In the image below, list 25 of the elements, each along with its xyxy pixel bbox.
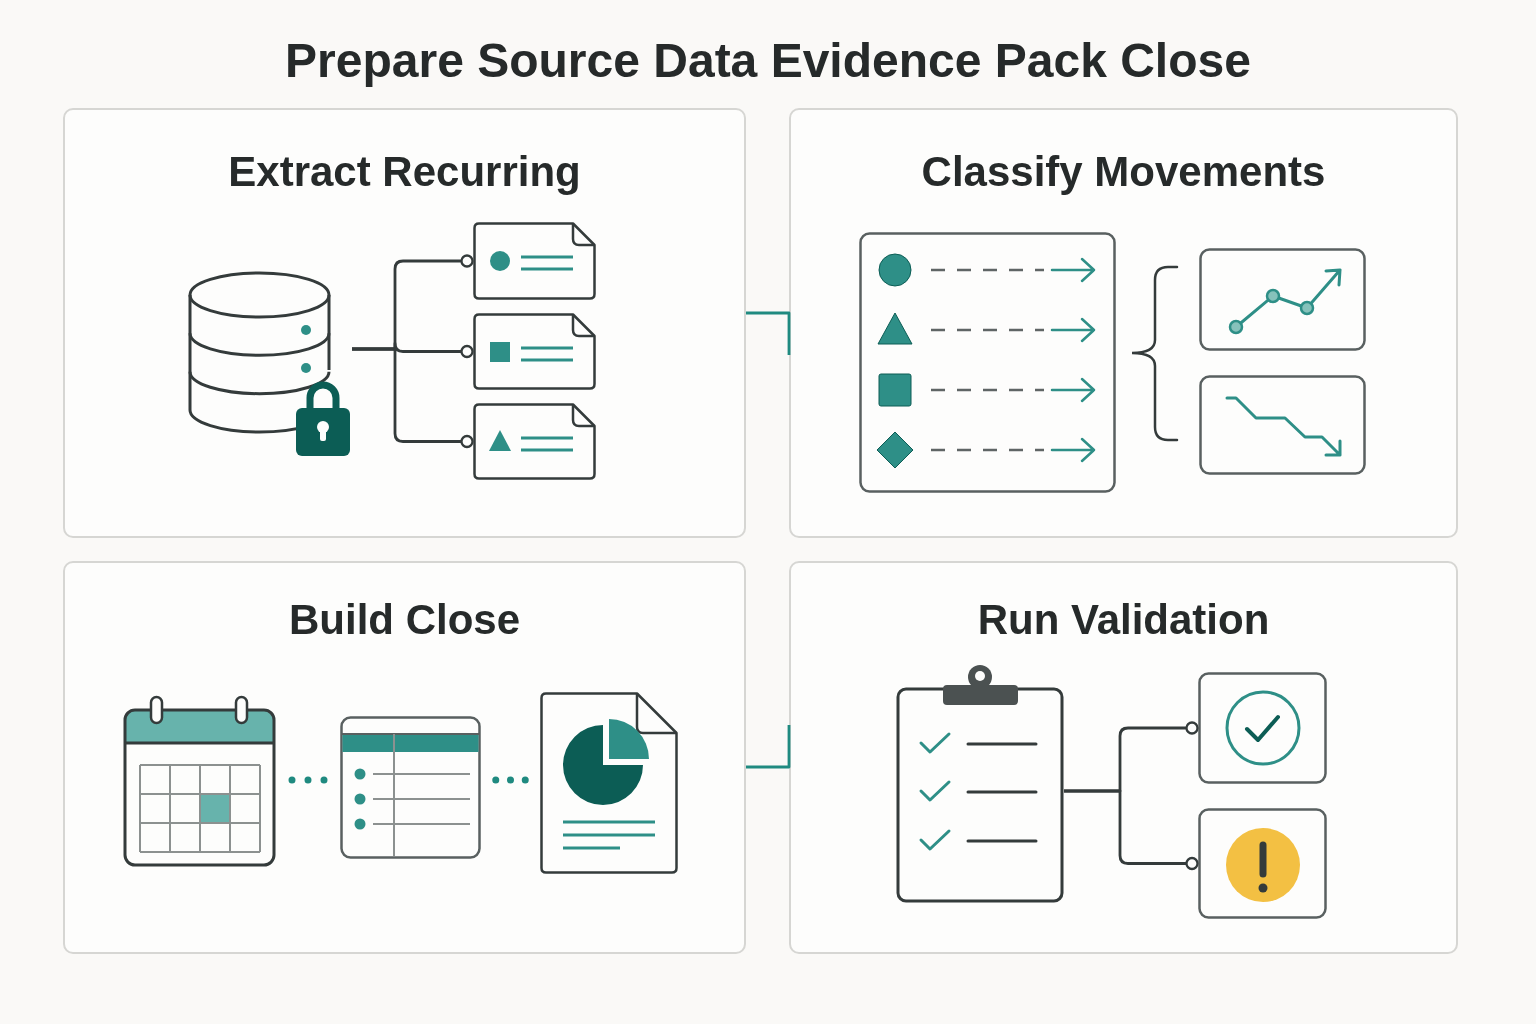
panel-title: Build Close (289, 595, 520, 645)
pie-chart-report-icon (540, 692, 678, 874)
panel-title: Extract Recurring (228, 147, 581, 197)
connector-line (1064, 789, 1199, 871)
warning-icon (1198, 808, 1327, 919)
table-icon (340, 716, 481, 859)
panel-title: Classify Movements (921, 147, 1326, 197)
connector-line (352, 347, 474, 449)
panel-title: Run Validation (977, 595, 1270, 645)
document-icon (473, 403, 596, 480)
step-panel (63, 108, 746, 538)
step-panel (789, 108, 1458, 538)
checklist-clipboard-icon (896, 663, 1064, 903)
document-icon (473, 313, 596, 390)
step-panel (63, 561, 746, 954)
connector-line (746, 725, 791, 769)
diagram-title: Prepare Source Data Evidence Pack Close (285, 33, 1251, 89)
document-icon (473, 222, 596, 300)
connector-line (746, 311, 791, 355)
falling-line-chart-icon (1199, 375, 1366, 475)
rising-line-chart-icon (1199, 248, 1366, 351)
shape-mapping-icon (859, 232, 1116, 493)
locked-database-icon (188, 270, 352, 458)
calendar-icon (123, 695, 276, 867)
step-panel (789, 561, 1458, 954)
